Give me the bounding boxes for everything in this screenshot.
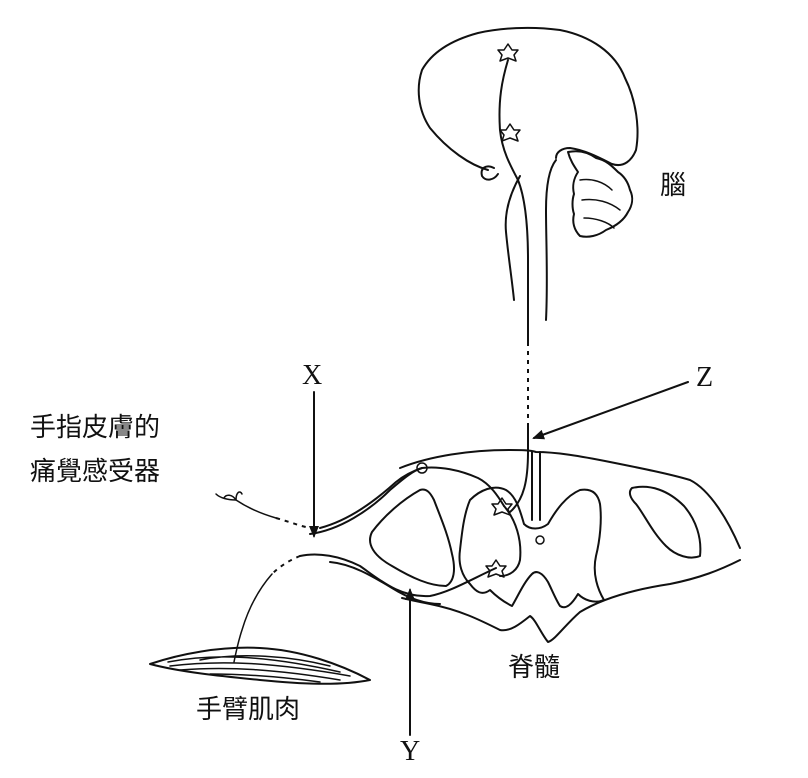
motor-neuron <box>233 553 497 663</box>
motor-fiber <box>299 553 497 598</box>
ascending-fiber <box>499 424 529 577</box>
brain-neuron-1 <box>497 43 519 62</box>
arrow-z <box>532 381 689 440</box>
right-gray-matter <box>628 485 702 559</box>
central-canal <box>535 535 545 545</box>
arm-muscle-label: 手臂肌肉 <box>196 695 300 725</box>
interneuron-1 <box>491 497 513 516</box>
cerebellum-folds <box>579 178 621 229</box>
skin-receptor-label-1: 手指皮膚的 <box>30 413 160 443</box>
muscle-fibers <box>167 655 351 683</box>
pons <box>504 175 521 301</box>
spinal-cord <box>369 449 741 643</box>
brain <box>417 26 639 343</box>
central-gray-matter <box>458 486 605 609</box>
brain-label: 腦 <box>660 171 686 201</box>
sensory-fiber-dashed <box>275 517 311 529</box>
motor-fiber-dashed <box>271 555 301 575</box>
cerebrum-outline <box>417 26 639 171</box>
arm-muscle <box>149 646 371 685</box>
brainstem-back <box>545 159 557 321</box>
midbrain <box>480 165 499 181</box>
interneuron-2 <box>485 559 507 578</box>
sensory-neuron <box>215 466 505 535</box>
sensory-fiber-distal <box>235 499 277 519</box>
label-x: X <box>302 360 322 391</box>
label-z: Z <box>696 362 713 393</box>
label-y: Y <box>400 736 420 767</box>
spinal-cord-outline <box>399 449 741 643</box>
pain-receptor-endings <box>215 491 243 501</box>
sensory-fiber-upper <box>319 467 423 529</box>
cerebellum <box>567 150 634 238</box>
left-gray-matter <box>369 488 455 587</box>
motor-fiber-to-muscle <box>233 573 273 663</box>
spinal-cord-label: 脊髓 <box>508 653 560 683</box>
brain-neuron-2 <box>499 123 521 142</box>
sensory-fiber <box>309 466 505 535</box>
motor-fiber-lower <box>329 561 441 605</box>
descending-tract <box>498 59 530 343</box>
skin-receptor-label-2: 痛覺感受器 <box>30 457 160 487</box>
muscle-outline <box>149 646 371 685</box>
